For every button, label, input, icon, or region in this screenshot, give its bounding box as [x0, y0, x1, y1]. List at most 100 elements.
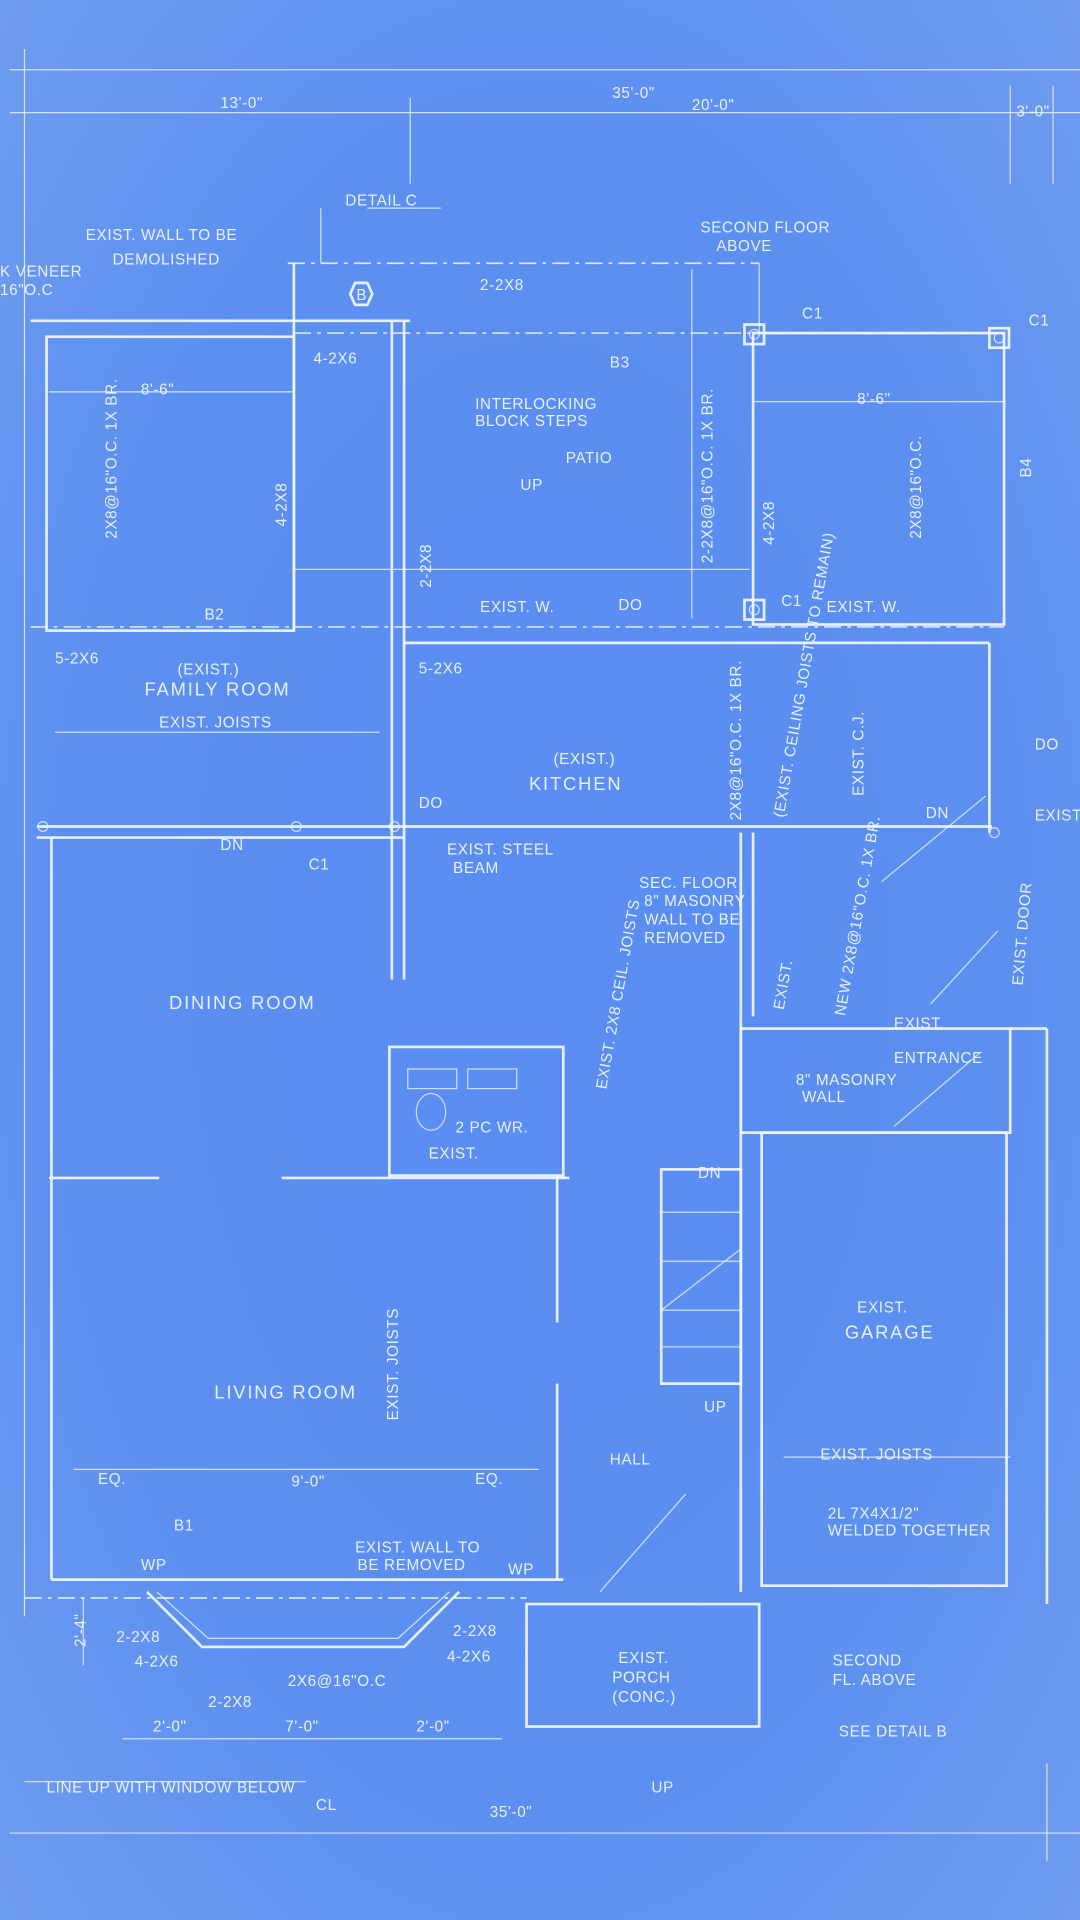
- dim-right-top: 3'-0": [1016, 103, 1050, 120]
- note: 8" MASONRY: [796, 1072, 897, 1089]
- note: 4-2X8: [761, 501, 778, 545]
- note: EXIST. C.J.: [850, 711, 867, 796]
- note: DN: [698, 1165, 721, 1182]
- room-label: 2 PC WR.: [456, 1120, 529, 1137]
- note: 2-2X8: [480, 277, 524, 294]
- note: EXIST.: [894, 1016, 944, 1033]
- note: 2-2X8: [116, 1629, 160, 1646]
- room-label: PORCH: [612, 1669, 670, 1686]
- note: EXIST. WALL TO BE: [86, 227, 238, 244]
- note: 4-2X8: [274, 483, 291, 527]
- note: UP: [520, 477, 542, 494]
- columns: [37, 281, 1011, 839]
- room-label: HALL: [610, 1451, 651, 1468]
- note: 2-2X8@16"O.C. 1X BR.: [700, 388, 717, 563]
- note: BEAM: [453, 860, 499, 877]
- dimension: 35'-0": [490, 1804, 533, 1821]
- note: C1: [802, 305, 823, 322]
- note: BE REMOVED: [358, 1557, 466, 1574]
- note: EXIST. JOISTS: [820, 1447, 933, 1464]
- note: 8" MASONRY: [644, 893, 745, 910]
- note: 5-2X6: [55, 651, 99, 668]
- note: CL: [316, 1797, 337, 1814]
- note: 2X8@16"O.C.: [908, 435, 925, 538]
- note: SEE DETAIL B: [839, 1723, 948, 1740]
- note: 2X6@16"O.C: [288, 1673, 387, 1690]
- note: SEC. FLOOR: [639, 875, 738, 892]
- dimension: 2'-0": [416, 1718, 450, 1735]
- room-label: EXIST.: [857, 1300, 907, 1317]
- detail-c-label: DETAIL C: [345, 193, 417, 210]
- note: EXIST. JOISTS: [385, 1308, 402, 1421]
- room-label: EXIST.: [618, 1650, 668, 1667]
- dimension: 8'-6": [857, 391, 891, 408]
- note: C1: [1029, 313, 1050, 330]
- note: C1: [781, 593, 802, 610]
- note: (EXIST. CEILING JOISTS TO REMAIN): [771, 531, 838, 819]
- dim-overall-top: 35'-0": [612, 85, 655, 102]
- note: 2X8@16"O.C. 1X BR.: [103, 378, 120, 538]
- room-label: GARAGE: [845, 1321, 935, 1342]
- note: 2-2X8: [208, 1694, 252, 1711]
- note: EXIST. DOOR: [1009, 881, 1035, 986]
- note: DO: [1035, 736, 1059, 753]
- dimension: 7'-0": [285, 1718, 319, 1735]
- note: WALL: [802, 1089, 846, 1106]
- note: B1: [174, 1518, 194, 1535]
- note: 4-2X6: [135, 1654, 179, 1671]
- note: LINE UP WITH WINDOW BELOW: [47, 1780, 296, 1797]
- room-label: ENTRANCE: [894, 1050, 983, 1067]
- dim-middle-top: 20'-0": [692, 97, 735, 114]
- dimension: 9'-0": [291, 1474, 325, 1491]
- note: C1: [309, 856, 330, 873]
- note: B4: [1018, 458, 1035, 478]
- labels: 35'-0" 13'-0" 20'-0" 3'-0" DETAIL C EXIS…: [0, 85, 1080, 1821]
- note: EXIST. JOISTS: [159, 714, 272, 731]
- note: 2L 7X4X1/2": [828, 1505, 920, 1522]
- room-label: KITCHEN: [529, 773, 622, 794]
- room-label: (EXIST.): [178, 662, 240, 679]
- note: 16"O.C: [0, 282, 53, 299]
- room-label: (CONC.): [612, 1689, 676, 1706]
- note: SECOND FLOOR: [700, 220, 830, 237]
- note: 2-2X8: [418, 544, 435, 588]
- note: DO: [618, 597, 642, 614]
- note: DN: [926, 805, 949, 822]
- walls: [24, 262, 1049, 1728]
- detail-b-hex-marker: [348, 281, 374, 307]
- note: 5-2X6: [419, 660, 463, 677]
- note: NEW 2X8@16"O.C. 1X BR.: [832, 814, 884, 1017]
- note: BLOCK STEPS: [475, 413, 588, 430]
- room-label: FAMILY ROOM: [144, 679, 290, 700]
- note: REMOVED: [644, 930, 726, 947]
- note: 2X8@16"O.C. 1X BR.: [728, 660, 745, 820]
- dimension: EQ.: [98, 1471, 126, 1488]
- room-label: DINING ROOM: [169, 992, 316, 1013]
- note: WP: [141, 1557, 167, 1574]
- room-label: LIVING ROOM: [214, 1381, 357, 1402]
- note: WP: [508, 1562, 534, 1579]
- note: FL. ABOVE: [833, 1672, 917, 1689]
- note: B: [356, 287, 367, 304]
- note: EXIST. POST (4": [1035, 807, 1080, 824]
- note: B2: [204, 607, 224, 624]
- note: EXIST. W.: [480, 599, 554, 616]
- dimension: 2'-4": [73, 1613, 90, 1647]
- note: 2-2X8: [453, 1623, 497, 1640]
- note: EXIST. WALL TO: [355, 1540, 480, 1557]
- note: INTERLOCKING: [475, 396, 597, 413]
- room-label: PATIO: [566, 450, 613, 467]
- note: UP: [704, 1399, 726, 1416]
- note: EXIST. W.: [827, 599, 901, 616]
- note: EXIST.: [429, 1145, 479, 1162]
- note: UP: [651, 1780, 673, 1797]
- dimension-lines: [9, 48, 1080, 1862]
- note: 4-2X6: [447, 1649, 491, 1666]
- dim-left-top: 13'-0": [220, 95, 263, 112]
- note: SECOND: [833, 1652, 902, 1669]
- note: WALL TO BE: [644, 911, 740, 928]
- note: DO: [419, 795, 443, 812]
- note: DN: [220, 837, 243, 854]
